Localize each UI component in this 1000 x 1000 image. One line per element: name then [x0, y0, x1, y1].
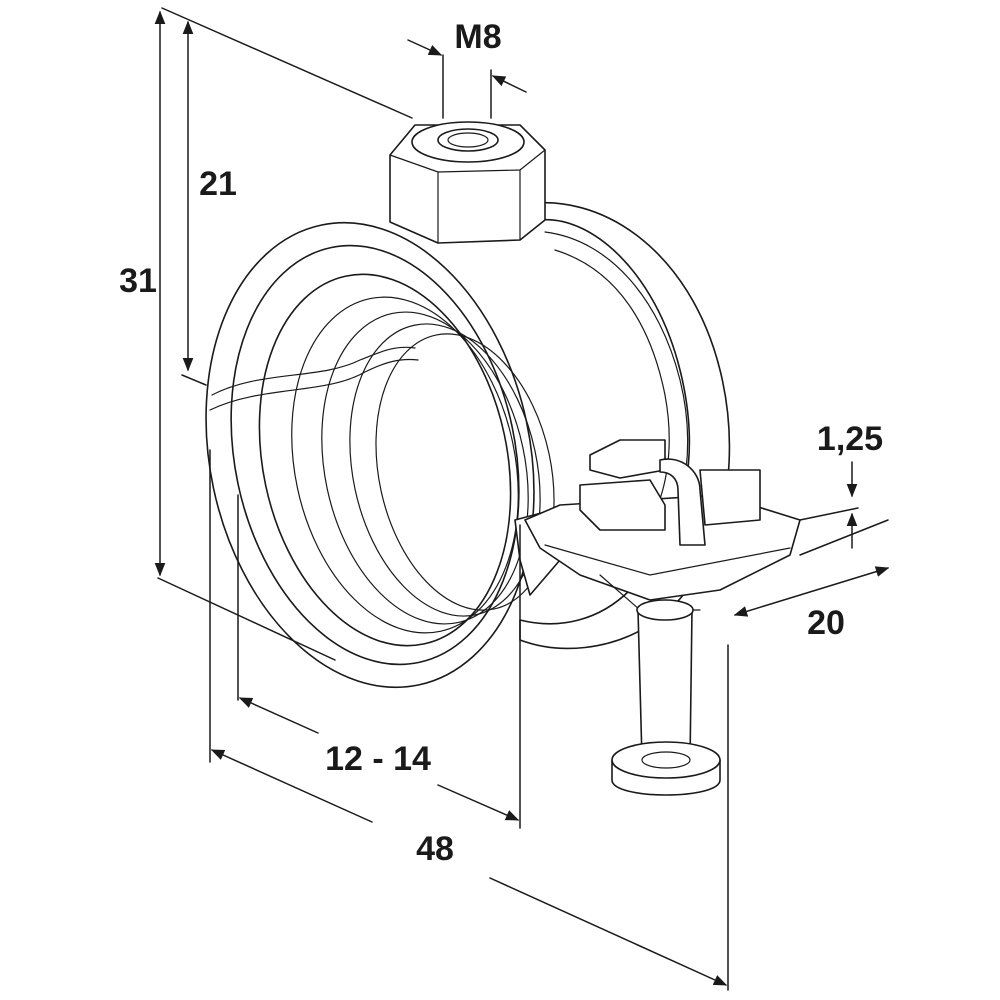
dimension-label-1-25: 1,25	[817, 420, 883, 458]
dimension-label-21: 21	[199, 165, 237, 203]
dimension-label-48: 48	[416, 830, 454, 868]
dimension-label-31: 31	[119, 262, 157, 300]
closure-bracket	[524, 439, 801, 611]
hex-nut	[389, 121, 546, 244]
dimension-label-20: 20	[807, 604, 845, 642]
clamp-ring	[205, 221, 561, 689]
screw	[611, 599, 721, 796]
dimension-label-12-14: 12 - 14	[325, 740, 431, 778]
dimension-label-m8: M8	[454, 18, 501, 56]
dimension-lines	[154, 7, 890, 991]
